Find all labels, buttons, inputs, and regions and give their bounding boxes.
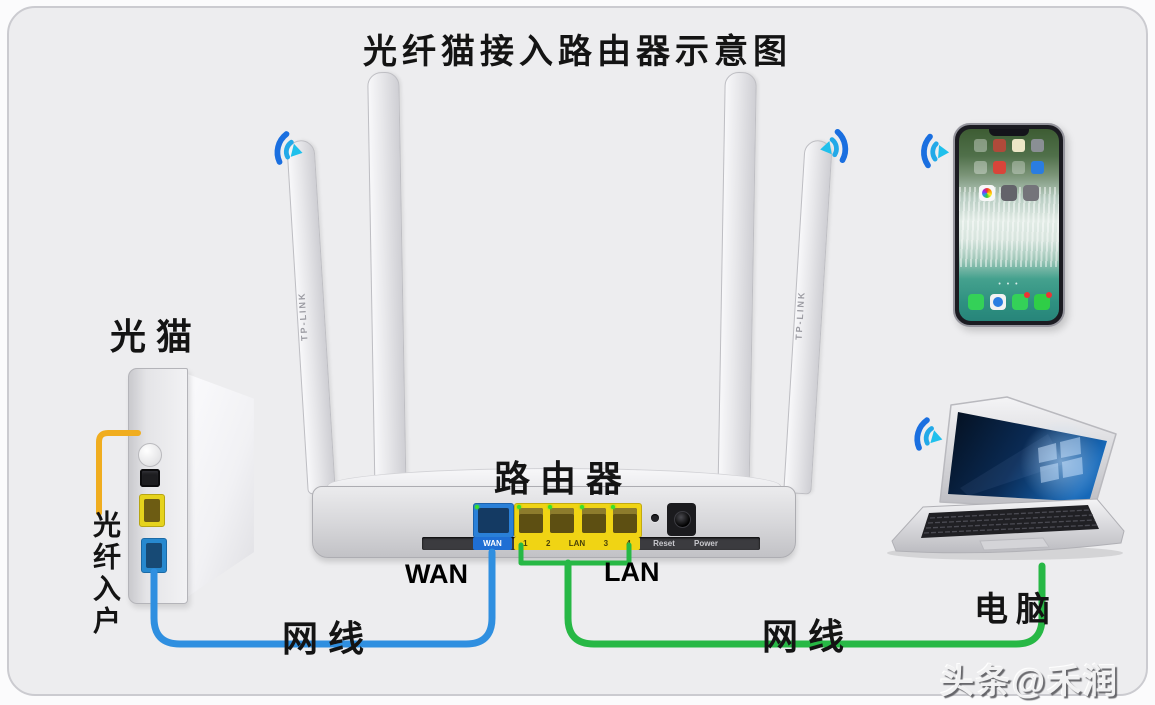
- power-jack: [667, 503, 696, 536]
- reset-label: Reset: [653, 539, 675, 548]
- laptop-trackpad: [979, 537, 1050, 551]
- windows-logo: [1038, 437, 1083, 483]
- messages-icon: [1012, 292, 1030, 310]
- modem-lan-port-yellow: [139, 494, 165, 527]
- lan-port-labels: 1 2 LAN 3 4: [514, 537, 640, 550]
- home-page-dots: • • •: [998, 281, 1020, 288]
- router-label: 路由器: [494, 459, 633, 499]
- lan-port-3: [579, 505, 606, 533]
- photos-icon: [979, 185, 995, 201]
- wifi-signal-icon: [274, 131, 303, 165]
- fiber-entry-label: 光纤入户: [89, 510, 120, 638]
- camera-icon: [1001, 185, 1017, 201]
- appstore-icon: [1031, 161, 1044, 174]
- lan-port-1: [516, 505, 543, 533]
- modem-label: 光猫: [110, 317, 203, 357]
- lan-cable-label: 网线: [762, 617, 855, 657]
- wifi-signal-icon: [820, 128, 849, 164]
- power-label: Power: [693, 539, 718, 548]
- smartphone-image: • • •: [953, 123, 1065, 327]
- router-label-strip: WAN 1 2 LAN 3 4 Reset Power: [422, 537, 760, 550]
- modem-wan-port-blue: [141, 538, 167, 573]
- lan-label: LAN: [604, 557, 660, 587]
- watermark: 头条@禾润心: [940, 663, 1120, 701]
- reset-button: [651, 514, 659, 522]
- laptop-label: 电脑: [974, 592, 1058, 629]
- safari-icon: [990, 294, 1006, 310]
- wan-port-label: WAN: [473, 537, 512, 550]
- lan-port-4: [611, 505, 638, 533]
- laptop-keyboard: [921, 505, 1099, 538]
- lan-port-bracket: [518, 542, 632, 566]
- phone-notch: [989, 129, 1029, 136]
- phone-screen: • • •: [959, 129, 1059, 321]
- phone-app-icon: [968, 294, 984, 310]
- wifi-signal-icon: [914, 417, 943, 451]
- wan-cable-label: 网线: [282, 619, 375, 659]
- fiber-cable: [96, 430, 141, 516]
- router-wan-port: [473, 503, 514, 538]
- router-lan-ports: [514, 503, 642, 538]
- wifi-signal-icon: [921, 133, 950, 169]
- lan-port-2: [548, 505, 575, 533]
- wan-ethernet-cable: [150, 548, 496, 648]
- wechat-icon: [1034, 292, 1052, 310]
- diagram-title: 光纤猫接入路由器示意图: [363, 34, 792, 71]
- wan-label: WAN: [405, 559, 468, 589]
- laptop-image: [887, 396, 1125, 560]
- lan-ethernet-cable: [564, 559, 1046, 648]
- modem-power-port: [140, 469, 160, 487]
- modem-antenna-connector: [138, 443, 162, 467]
